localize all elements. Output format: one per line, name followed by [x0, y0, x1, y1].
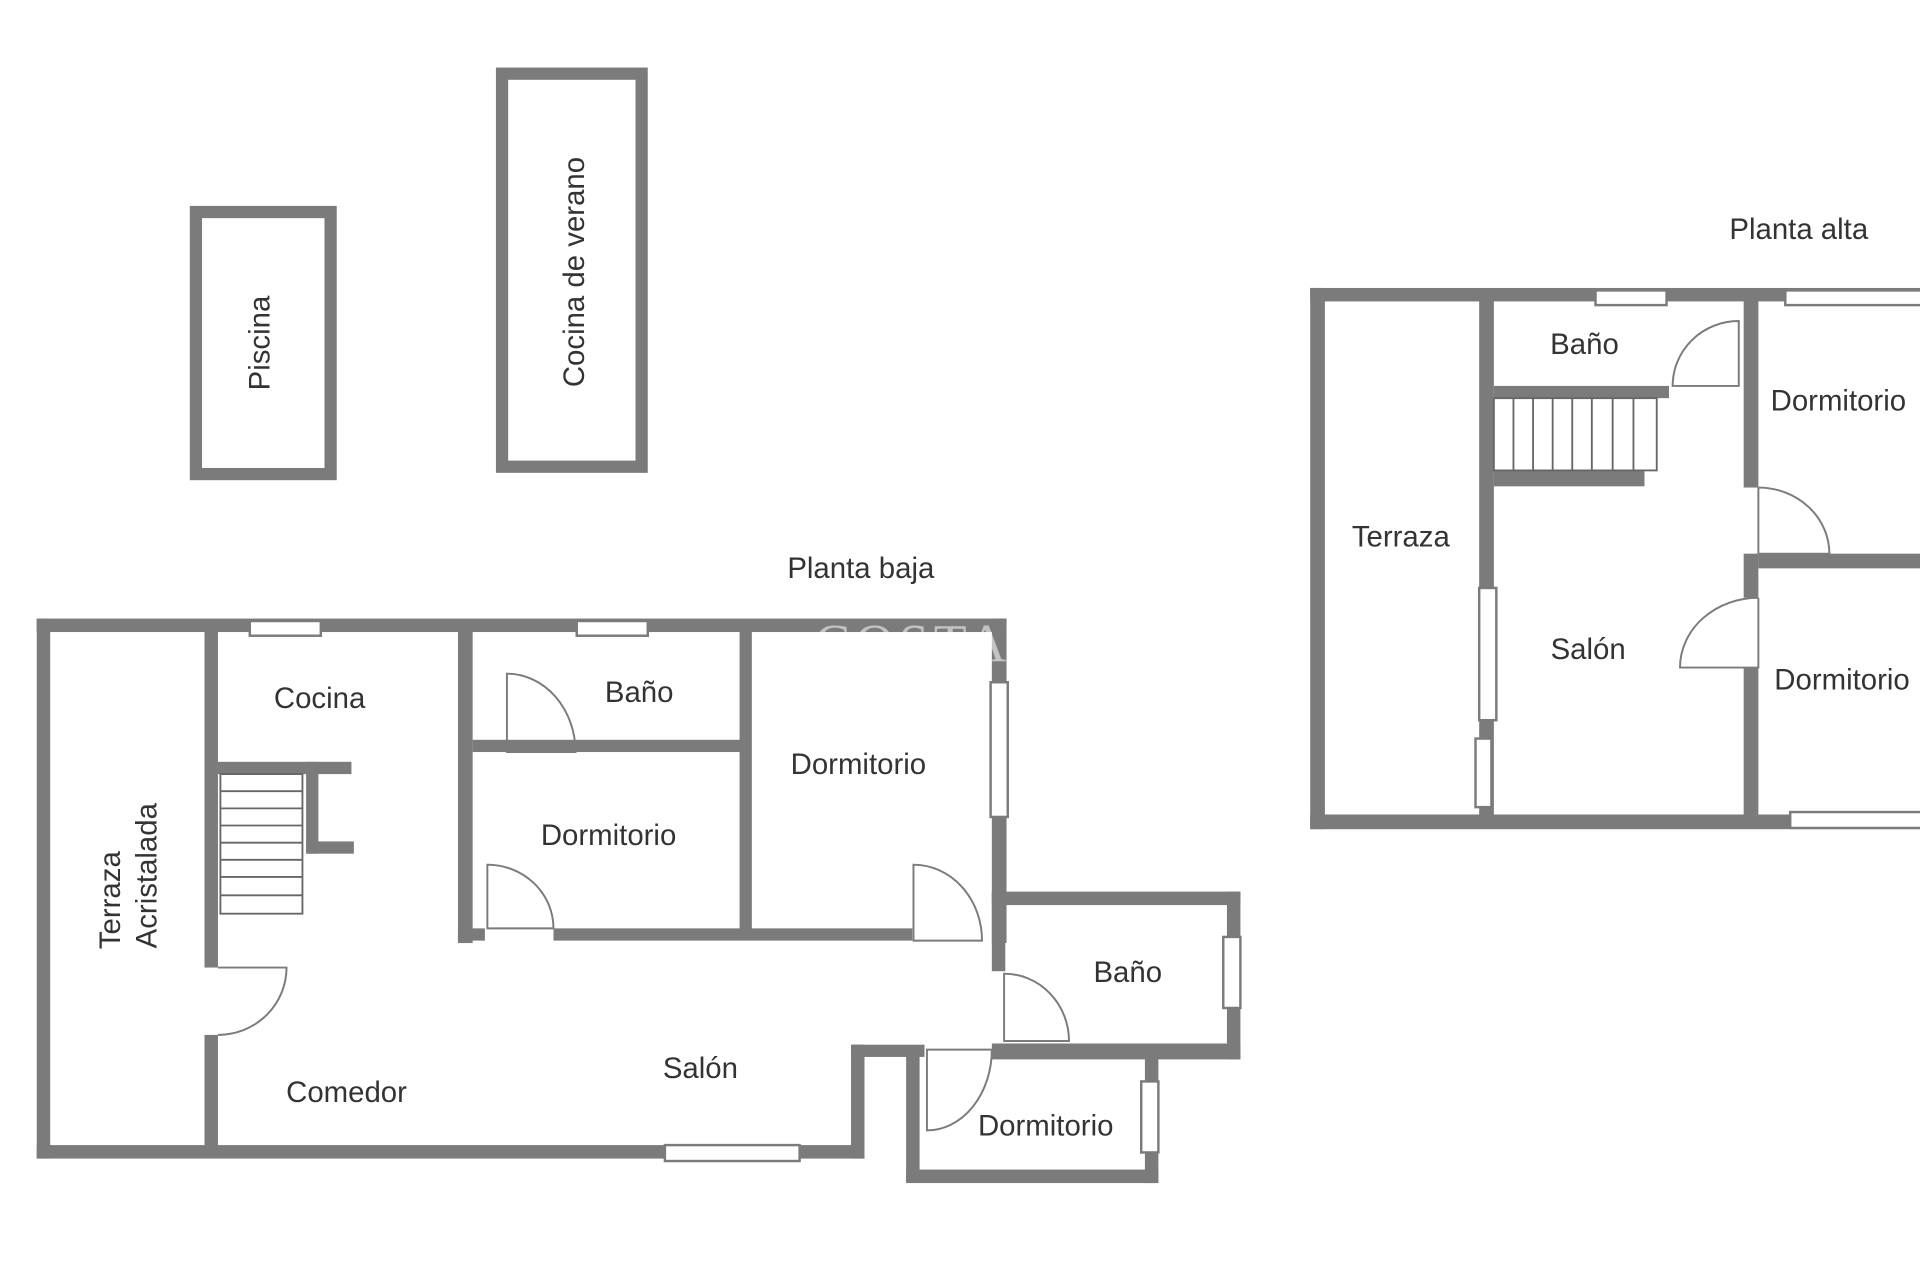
- door: [1003, 972, 1070, 1042]
- window: [1222, 935, 1242, 1010]
- pool-label: Piscina: [243, 295, 276, 390]
- pool: Piscina: [189, 205, 337, 481]
- window: [663, 1143, 801, 1163]
- ground-floor-title: Planta baja: [787, 552, 935, 585]
- room-label-terrace: Terraza: [1352, 520, 1451, 553]
- room-label-kitchen: Cocina: [274, 682, 366, 715]
- summer-kitchen: Cocina de verano: [495, 67, 648, 473]
- room-label-bathroom: Baño: [1093, 956, 1162, 989]
- door: [925, 1048, 993, 1132]
- window: [1477, 586, 1498, 722]
- room-label-bathroom: Baño: [605, 676, 674, 709]
- room-label-terrace-2: Acristalada: [131, 802, 164, 948]
- window: [1474, 737, 1493, 809]
- ground-floor: Planta baja: [36, 552, 1242, 1184]
- door: [505, 672, 577, 754]
- room-label-bedroom: Dormitorio: [1774, 664, 1909, 697]
- door: [1757, 486, 1831, 555]
- room-label-living: Salón: [663, 1052, 738, 1085]
- room-label-bedroom: Dormitorio: [978, 1109, 1113, 1142]
- room-label-bedroom: Dormitorio: [791, 748, 926, 781]
- room-label-bedroom: Dormitorio: [541, 819, 676, 852]
- upper-floor-title: Planta alta: [1729, 213, 1868, 246]
- window: [575, 619, 649, 637]
- door: [912, 863, 984, 942]
- summer-kitchen-label: Cocina de verano: [558, 157, 591, 387]
- window: [1788, 810, 1920, 830]
- stairs-upper: [1492, 397, 1658, 472]
- room-label-terrace-1: Terraza: [94, 851, 127, 950]
- door: [217, 966, 288, 1036]
- window: [1140, 1080, 1160, 1154]
- room-label-bedroom: Dormitorio: [1771, 384, 1906, 417]
- stairs-ground: [219, 773, 304, 915]
- window: [1784, 289, 1920, 307]
- door: [1671, 320, 1740, 387]
- room-label-dining: Comedor: [286, 1076, 407, 1109]
- window: [248, 619, 323, 637]
- room-label-living: Salón: [1551, 633, 1626, 666]
- door: [1679, 596, 1760, 669]
- door: [486, 863, 555, 930]
- upper-floor: Planta alta Terraza Baño Salón Dormitori…: [1310, 213, 1920, 830]
- watermark: COSTA: [814, 613, 1011, 673]
- window: [1594, 289, 1668, 307]
- window: [989, 681, 1009, 819]
- room-label-bathroom: Baño: [1550, 328, 1619, 361]
